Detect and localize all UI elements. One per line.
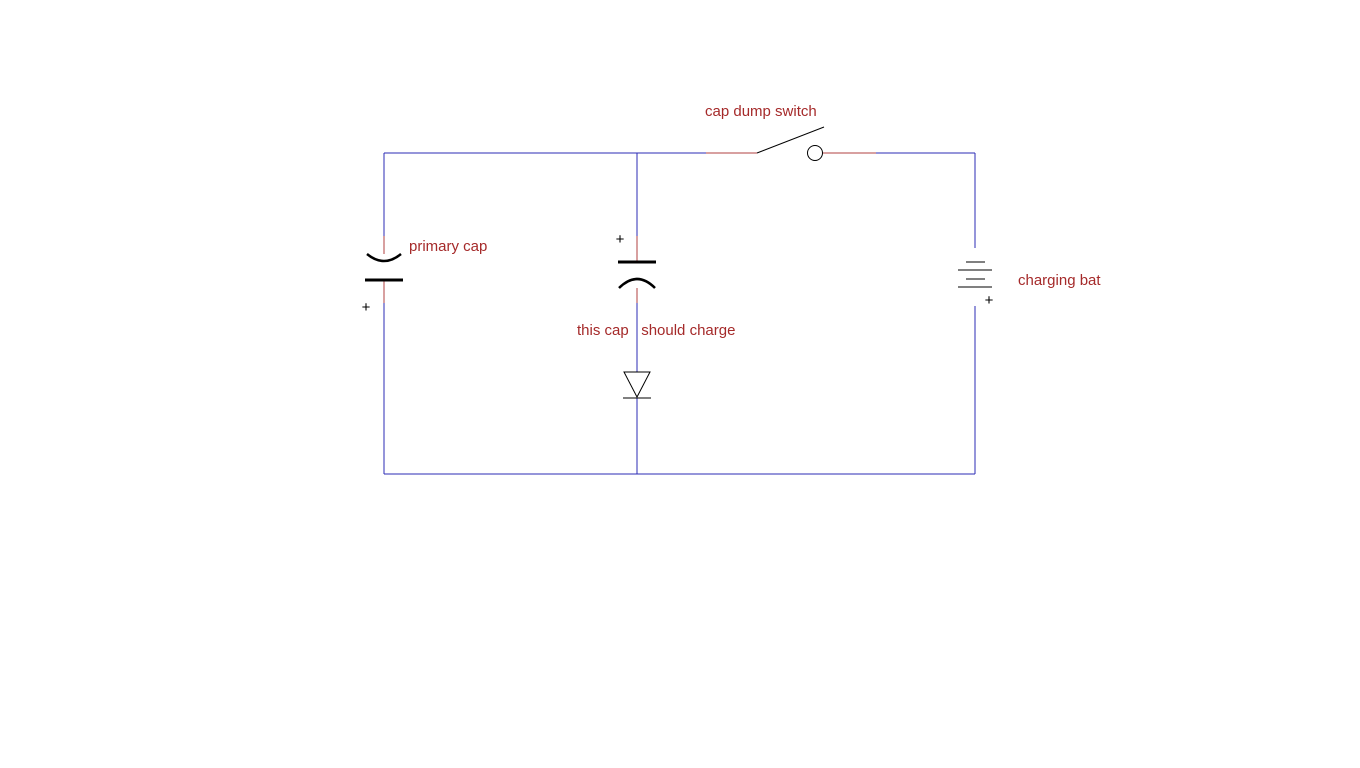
second-cap-curved-plate <box>618 277 656 289</box>
battery-label: charging bat <box>1018 272 1101 289</box>
primary-cap-symbol <box>365 253 403 282</box>
battery-symbol <box>958 261 992 288</box>
diode-symbol <box>623 371 651 399</box>
second-cap-symbol <box>618 260 656 289</box>
switch-contact <box>807 145 823 161</box>
second-cap-plus: + <box>616 231 625 248</box>
primary-cap-plus: + <box>362 299 371 316</box>
battery-plus: + <box>985 292 994 309</box>
primary-cap-curved-plate <box>366 253 402 263</box>
switch-symbol <box>756 126 825 161</box>
diode-triangle <box>623 371 651 399</box>
leads <box>383 152 876 303</box>
wires <box>383 152 976 475</box>
switch-label: cap dump switch <box>705 103 817 120</box>
second-cap-label: this cap should charge <box>577 322 735 339</box>
primary-cap-label: primary cap <box>409 238 487 255</box>
switch-blade <box>756 126 825 154</box>
